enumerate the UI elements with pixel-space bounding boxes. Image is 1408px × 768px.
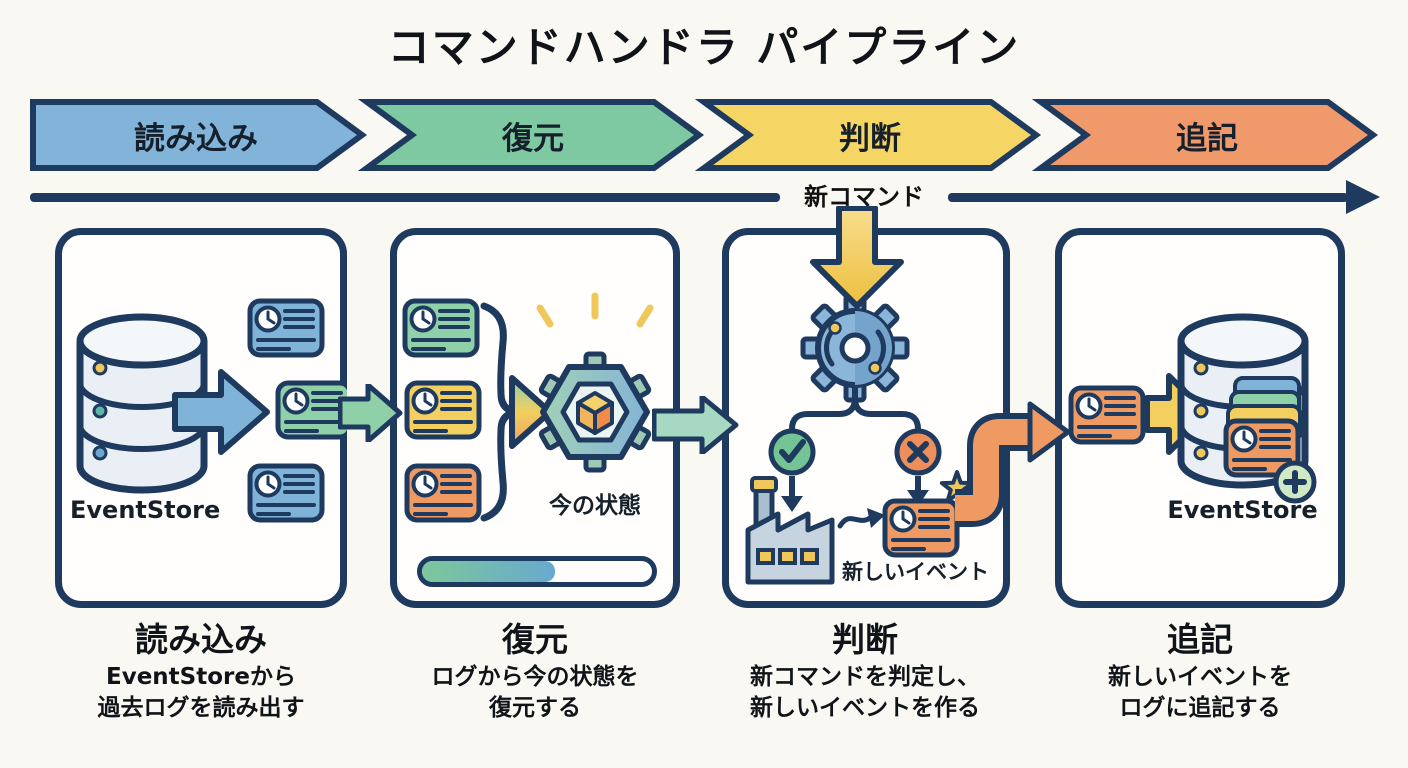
sparkle-icon <box>536 292 654 328</box>
decide-to-append-pipe-arrow-icon <box>953 401 1071 527</box>
caption-line: ログに追記する <box>1119 695 1281 721</box>
decision-fork-line <box>789 386 921 430</box>
event-card-icon <box>405 301 477 355</box>
command-down-arrow-icon <box>810 206 904 309</box>
caption-title: 読み込み <box>135 620 267 659</box>
down-arrow-icon <box>907 476 929 506</box>
caption-line: 過去ログを読み出す <box>97 695 305 721</box>
decide-panel-illustration <box>745 293 975 585</box>
restore-panel-illustration <box>390 292 654 608</box>
caption-title: 追記 <box>1167 620 1233 659</box>
stage-banner <box>30 99 1378 171</box>
database-icon <box>76 313 208 494</box>
event-card-icon <box>250 466 322 520</box>
caption-read: 読み込み EventStoreから 過去ログを読み出す <box>55 618 347 724</box>
caption-line: 新しいイベントを <box>1108 664 1292 690</box>
read-arrow-icon <box>172 369 270 455</box>
check-icon <box>768 428 816 476</box>
caption-line: 新しいイベントを作る <box>750 695 980 721</box>
stage-chevron-append <box>1031 99 1378 171</box>
progress-fill <box>422 561 556 582</box>
caption-restore: 復元 ログから今の状態を 復元する <box>390 618 680 724</box>
flow-arrowhead-icon <box>1346 180 1380 214</box>
event-card-icon <box>407 466 479 520</box>
new-event-label: 新しいイベント <box>842 560 989 584</box>
stage-chevron-restore <box>357 99 705 171</box>
event-card-icon <box>250 301 322 355</box>
factory-icon <box>745 476 835 585</box>
caption-line: ログから今の状態を <box>431 664 639 690</box>
state-cube-icon <box>576 391 614 435</box>
caption-append: 追記 新しいイベントを ログに追記する <box>1050 618 1350 724</box>
eventstore-label: EventStore <box>1167 496 1318 524</box>
stage-chevron-decide <box>694 99 1042 171</box>
progress-bar <box>417 556 657 587</box>
read-to-restore-arrow-icon <box>338 384 403 442</box>
flow-line-left <box>30 193 780 202</box>
caption-line: 新コマンドを判定し、 <box>750 664 980 690</box>
event-card-icon <box>278 383 347 437</box>
current-state-label: 今の状態 <box>549 493 641 519</box>
stage-label-append: 追記 <box>1176 120 1238 157</box>
curve-arrow-icon <box>837 508 885 529</box>
read-panel-illustration <box>76 228 347 608</box>
reject-x-icon <box>894 428 942 476</box>
restore-to-decide-arrow-icon <box>652 396 739 454</box>
current-state-gear-icon <box>538 351 652 473</box>
plus-icon <box>1273 460 1317 504</box>
stage-chevron-read <box>30 99 368 171</box>
page-title: コマンドハンドラ パイプライン <box>387 23 1021 72</box>
merge-funnel-icon <box>480 302 553 522</box>
caption-title: 判断 <box>832 620 898 659</box>
down-arrow-icon <box>781 476 803 512</box>
stage-label-decide: 判断 <box>839 120 901 157</box>
eventstore-label: EventStore <box>70 496 221 524</box>
caption-title: 復元 <box>502 620 568 659</box>
flow-line-right <box>948 193 1348 202</box>
caption-decide: 判断 新コマンドを判定し、 新しいイベントを作る <box>715 618 1015 724</box>
stage-label-restore: 復元 <box>502 120 564 157</box>
caption-line: EventStoreから <box>106 664 296 690</box>
stage-label-read: 読み込み <box>134 120 258 157</box>
caption-line: 復元する <box>489 695 581 721</box>
append-panel-illustration <box>1055 313 1317 504</box>
process-gear-icon <box>800 293 910 403</box>
